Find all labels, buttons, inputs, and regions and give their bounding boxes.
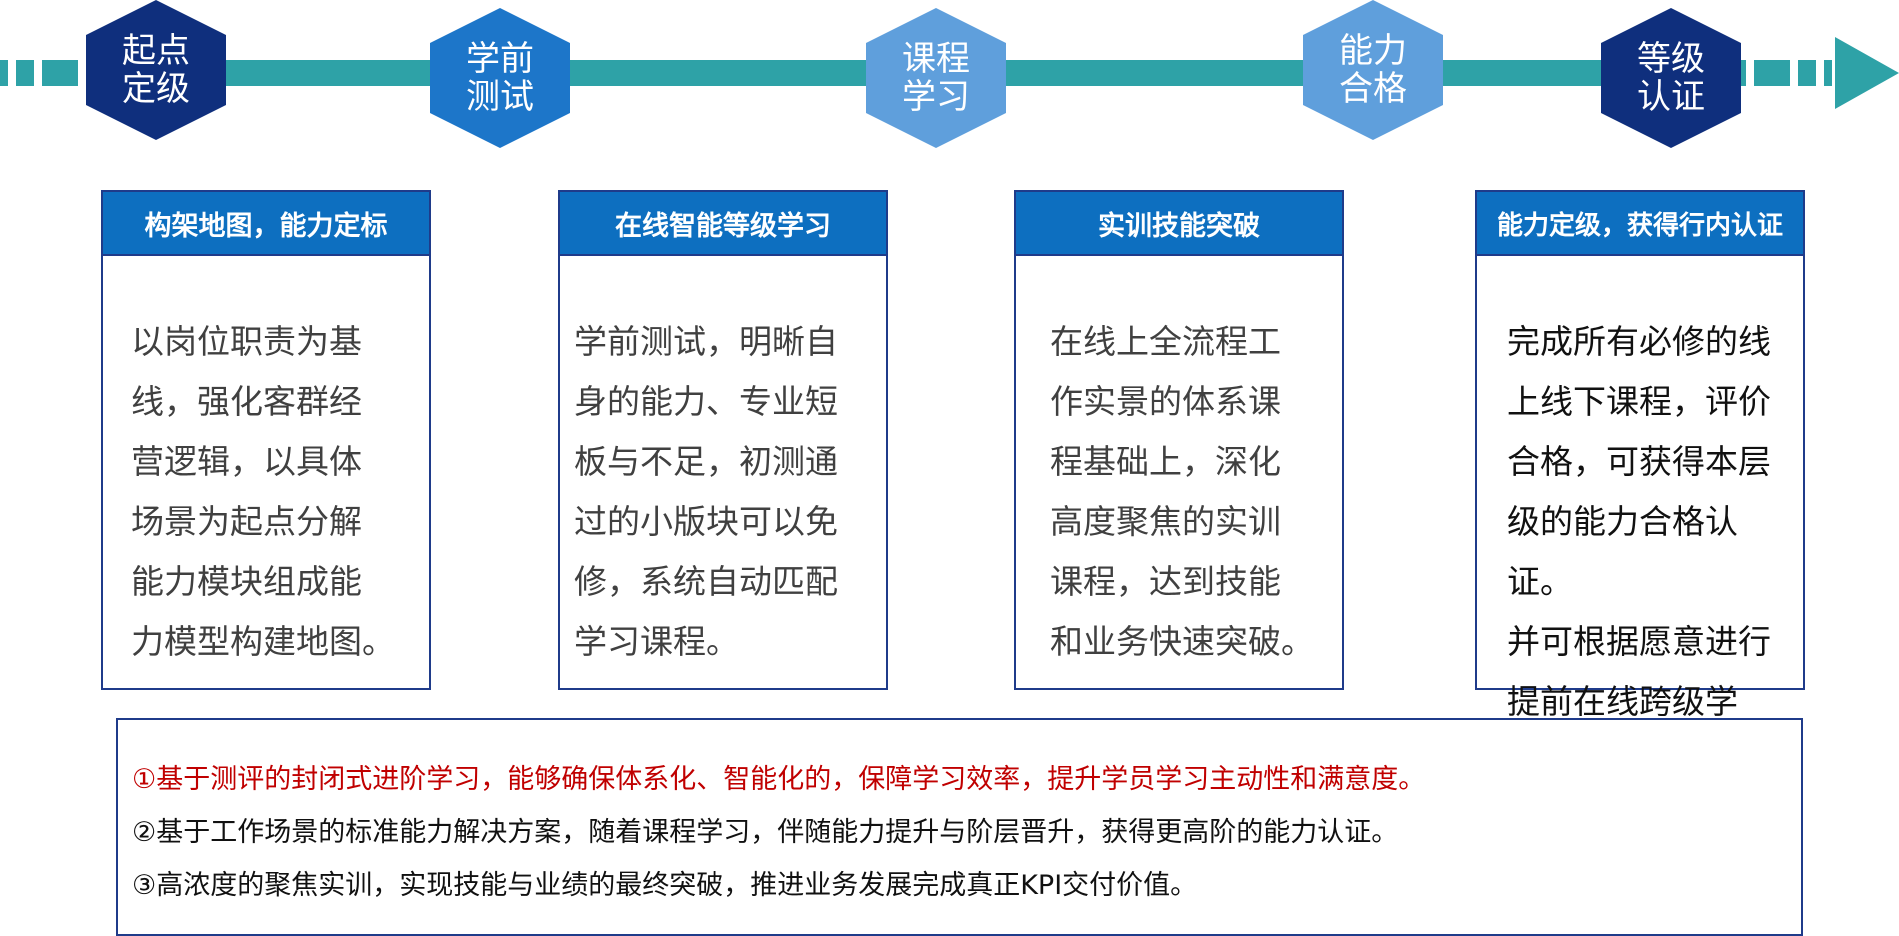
card-line: 作实景的体系课 [1050,382,1281,421]
summary-line-3: ③高浓度的聚焦实训，实现技能与业绩的最终突破，推进业务发展完成真正KPI交付价值… [132,870,1198,901]
step-label: 学前 [466,39,534,79]
card-line: 高度聚焦的实训 [1050,502,1281,541]
timeline-dash [1754,60,1790,86]
step-label: 测试 [466,77,534,117]
step-label: 学习 [902,77,970,117]
step-hexagon-4: 能力合格 [1303,0,1443,140]
card-line: 力模型构建地图。 [131,622,395,661]
card-title: 能力定级，获得行内认证 [1477,192,1803,256]
card-line: 在线上全流程工 [1050,322,1281,361]
card-line: 过的小版块可以免 [574,502,838,541]
timeline-dash [0,60,8,86]
card-line: 级的能力合格认证。 [1507,502,1738,601]
card-certification: 能力定级，获得行内认证 完成所有必修的线 上线下课程，评价 合格，可获得本层 级… [1475,190,1805,781]
summary-line-2: ②基于工作场景的标准能力解决方案，随着课程学习，伴随能力提升与阶层晋升，获得更高… [132,817,1399,848]
step-hexagon-1: 起点定级 [86,0,226,140]
step-label: 认证 [1637,77,1705,117]
card-title: 构架地图，能力定标 [103,192,429,256]
card-line: 和业务快速突破。 [1050,622,1314,661]
card-line: 营逻辑，以具体 [131,442,362,481]
card-line: 上线下课程，评价 [1507,382,1771,421]
card-line: 能力模块组成能 [131,562,362,601]
card-line: 课程，达到技能 [1050,562,1281,601]
card-body: 在线上全流程工 作实景的体系课 程基础上，深化 高度聚焦的实训 课程，达到技能 … [1016,312,1342,672]
card-line: 修，系统自动匹配 [574,562,838,601]
step-hexagon-3: 课程学习 [866,8,1006,148]
step-label: 等级 [1637,39,1705,79]
step-label: 课程 [902,39,970,79]
step-label: 起点 [122,31,190,71]
step-label: 能力 [1339,31,1407,71]
card-line: 板与不足，初测通 [574,442,838,481]
timeline-dash [16,60,34,86]
timeline-dash [1798,60,1816,86]
card-title: 实训技能突破 [1016,192,1342,256]
card-body: 以岗位职责为基 线，强化客群经 营逻辑，以具体 场景为起点分解 能力模块组成能 … [103,312,429,672]
card-skill-training: 实训技能突破 在线上全流程工 作实景的体系课 程基础上，深化 高度聚焦的实训 课… [1014,190,1344,690]
step-hexagon-2: 学前测试 [430,8,570,148]
card-line: 场景为起点分解 [131,502,362,541]
card-line: 合格，可获得本层 [1507,442,1771,481]
card-line: 并可根据愿意进行 [1507,622,1771,661]
card-title: 在线智能等级学习 [560,192,886,256]
card-line: 以岗位职责为基 [131,322,362,361]
card-line: 程基础上，深化 [1050,442,1281,481]
card-line: 身的能力、专业短 [574,382,838,421]
timeline-dash [1824,60,1832,86]
summary-line-1: ①基于测评的封闭式进阶学习，能够确保体系化、智能化的，保障学习效率，提升学员学习… [132,764,1426,795]
card-line: 线，强化客群经 [131,382,362,421]
card-line: 完成所有必修的线 [1507,322,1771,361]
step-label: 合格 [1339,69,1407,109]
card-line: 学习课程。 [574,622,739,661]
card-body: 学前测试，明晰自 身的能力、专业短 板与不足，初测通 过的小版块可以免 修，系统… [560,312,886,672]
timeline-arrowhead [1835,37,1899,109]
card-online-learning: 在线智能等级学习 学前测试，明晰自 身的能力、专业短 板与不足，初测通 过的小版… [558,190,888,690]
card-map-calibration: 构架地图，能力定标 以岗位职责为基 线，强化客群经 营逻辑，以具体 场景为起点分… [101,190,431,690]
step-label: 定级 [122,69,190,109]
summary-box: ①基于测评的封闭式进阶学习，能够确保体系化、智能化的，保障学习效率，提升学员学习… [116,718,1803,936]
step-hexagon-5: 等级认证 [1601,8,1741,148]
timeline-dash [42,60,78,86]
card-line: 学前测试，明晰自 [574,322,838,361]
